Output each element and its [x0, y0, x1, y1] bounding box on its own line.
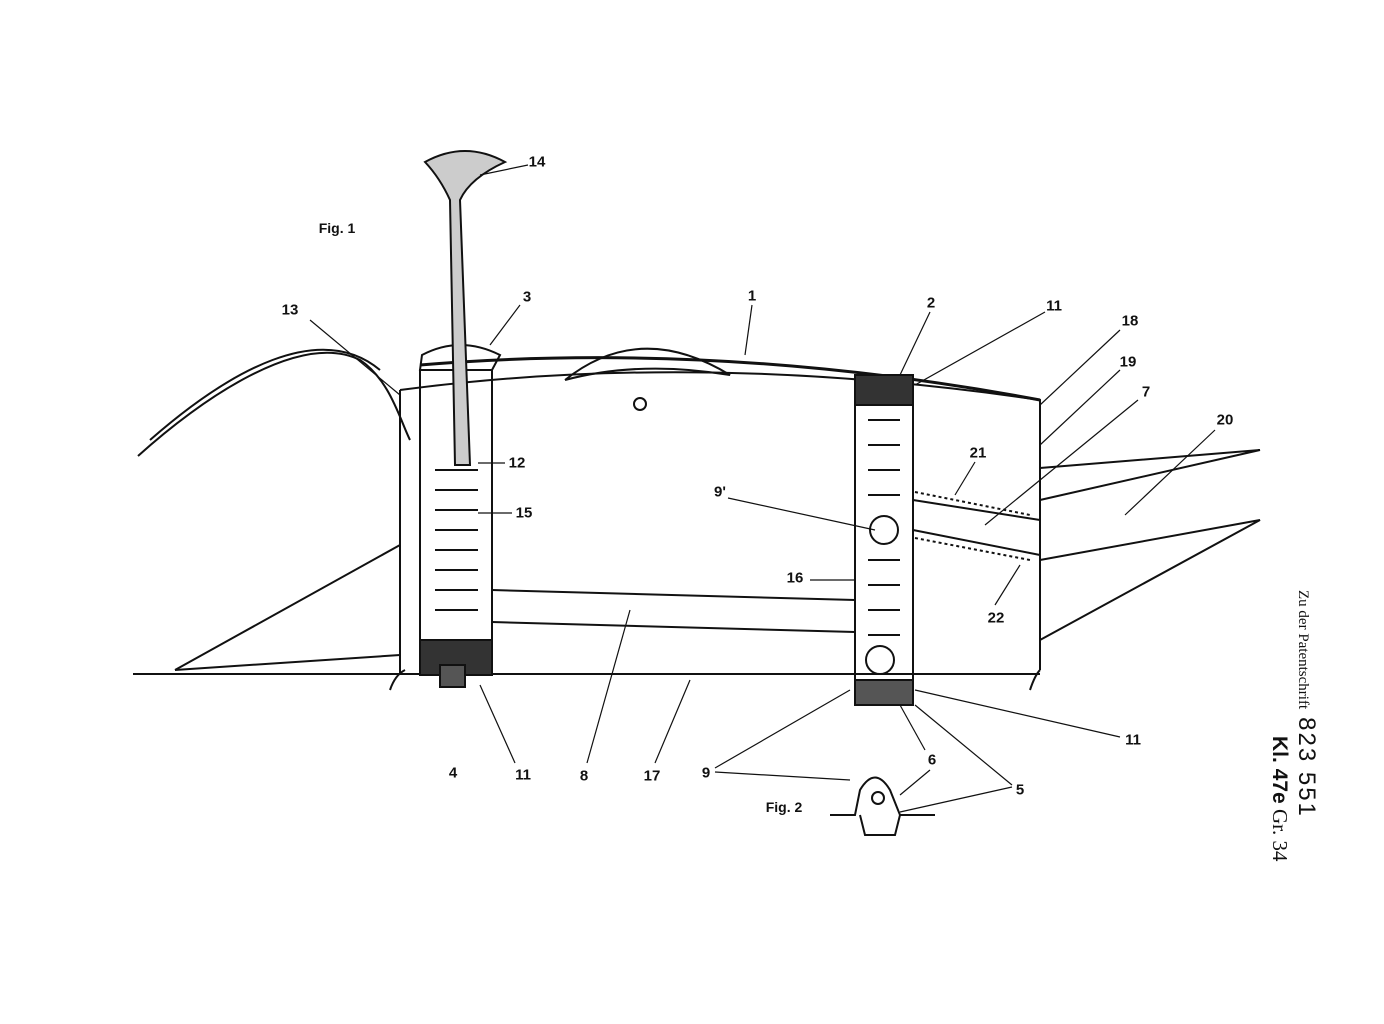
left-curve [137, 351, 411, 457]
label-12: 12 [508, 454, 526, 472]
label-11: 11 [1046, 297, 1062, 315]
label-7: 7 [1141, 383, 1151, 401]
patent-prefix: Zu der Patentschrift [1295, 590, 1311, 710]
label-11: 11 [1125, 731, 1141, 749]
label-5: 5 [1015, 781, 1025, 799]
outlet-pipe [912, 499, 1041, 556]
label-11: 11 [515, 766, 531, 784]
fig2-valve [830, 776, 935, 836]
handle [564, 347, 731, 381]
pipe-8 [491, 589, 856, 633]
label-22: 22 [987, 609, 1005, 627]
label-13: 13 [281, 301, 299, 319]
label-17: 17 [643, 767, 661, 785]
fig1-caption: Fig. 1 [318, 220, 356, 236]
label-18: 18 [1121, 312, 1139, 330]
plunger-rod [423, 150, 508, 466]
patent-number: 823 551 [1293, 717, 1320, 818]
label-20: 20 [1216, 411, 1234, 429]
patent-class: Kl. 47e Gr. 34 [1267, 736, 1292, 861]
label-15: 15 [515, 504, 533, 522]
tank-outline [399, 371, 1041, 670]
patent-class-label: Kl. 47e [1268, 736, 1291, 804]
label-14: 14 [528, 153, 546, 171]
label-9: 9 [701, 764, 711, 782]
right-cylinder [854, 374, 914, 701]
fig2-caption: Fig. 2 [765, 799, 803, 815]
label-19: 19 [1119, 353, 1137, 371]
patent-group: Gr. 34 [1268, 808, 1292, 862]
patent-reference: Zu der Patentschrift 823 551 [1292, 590, 1320, 818]
label-8: 8 [579, 767, 589, 785]
label-21: 21 [969, 444, 987, 462]
label-6: 6 [927, 751, 937, 769]
label-16: 16 [786, 569, 804, 587]
label-2: 2 [926, 294, 936, 312]
label-9-prime: 9' [714, 483, 726, 501]
label-4: 4 [448, 764, 458, 782]
label-1: 1 [747, 287, 757, 305]
label-3: 3 [522, 288, 532, 306]
